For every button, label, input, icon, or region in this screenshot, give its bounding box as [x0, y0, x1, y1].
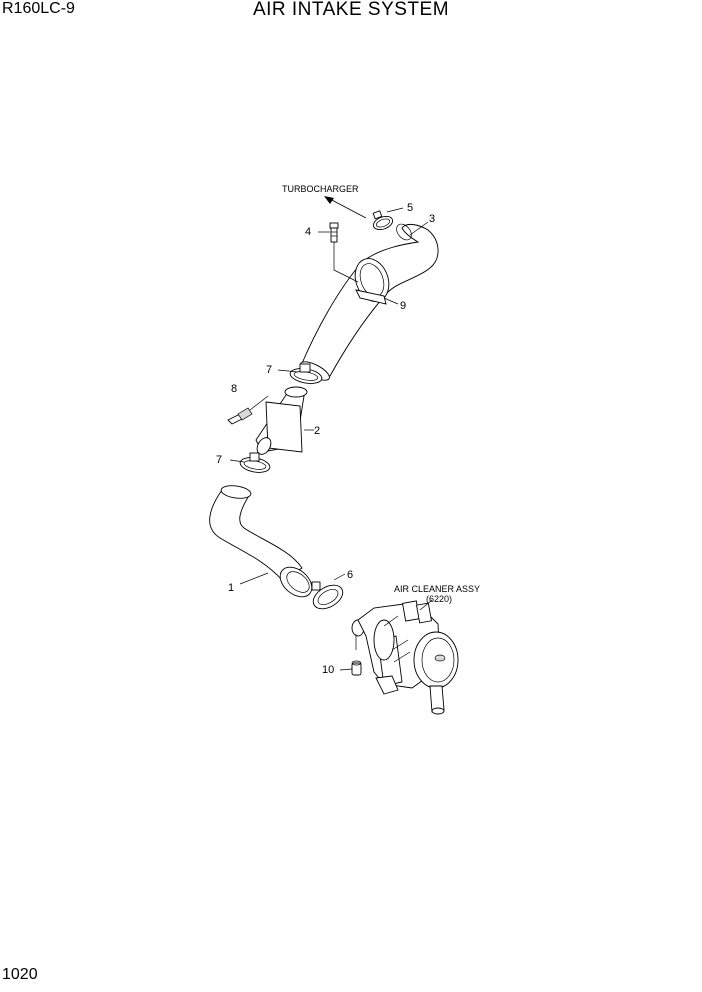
pipe-bracket-clamp: [354, 258, 390, 305]
model-code: R160LC-9: [2, 0, 75, 17]
callout-10: 10: [322, 664, 334, 676]
callout-8: 8: [231, 383, 237, 395]
page-title: AIR INTAKE SYSTEM: [252, 0, 450, 20]
callout-6: 6: [347, 569, 353, 581]
callout-5: 5: [407, 202, 413, 214]
drain-cap-10: [351, 660, 362, 676]
callout-4: 4: [305, 226, 311, 238]
leader-lines: [229, 207, 433, 671]
callout-9: 9: [400, 300, 406, 312]
bolt-8: [227, 395, 269, 425]
callout-1: 1: [228, 582, 234, 594]
page-number: 1020: [2, 966, 38, 983]
hose-clamp-6: [311, 581, 344, 610]
callout-7-lower: 7: [216, 454, 222, 466]
lower-intake-hose: [209, 485, 313, 598]
hose-clamp-5: [372, 210, 394, 231]
air-cleaner-note: AIR CLEANER ASSY: [394, 584, 480, 594]
hose-clamp-7-upper: [289, 363, 323, 384]
callout-7-upper: 7: [266, 364, 272, 376]
hose-clamp-7-lower: [239, 452, 271, 473]
air-cleaner-assembly: [351, 600, 459, 715]
turbocharger-note: TURBOCHARGER: [282, 184, 359, 194]
turbocharger-arrow: [324, 196, 367, 219]
air-cleaner-ref-note: (6220): [426, 594, 452, 604]
bolt-4: [329, 222, 359, 283]
pipe-adapter-2: [255, 386, 314, 455]
callout-3: 3: [429, 213, 435, 225]
upper-intake-pipe: [299, 223, 439, 381]
callout-2: 2: [314, 425, 320, 437]
